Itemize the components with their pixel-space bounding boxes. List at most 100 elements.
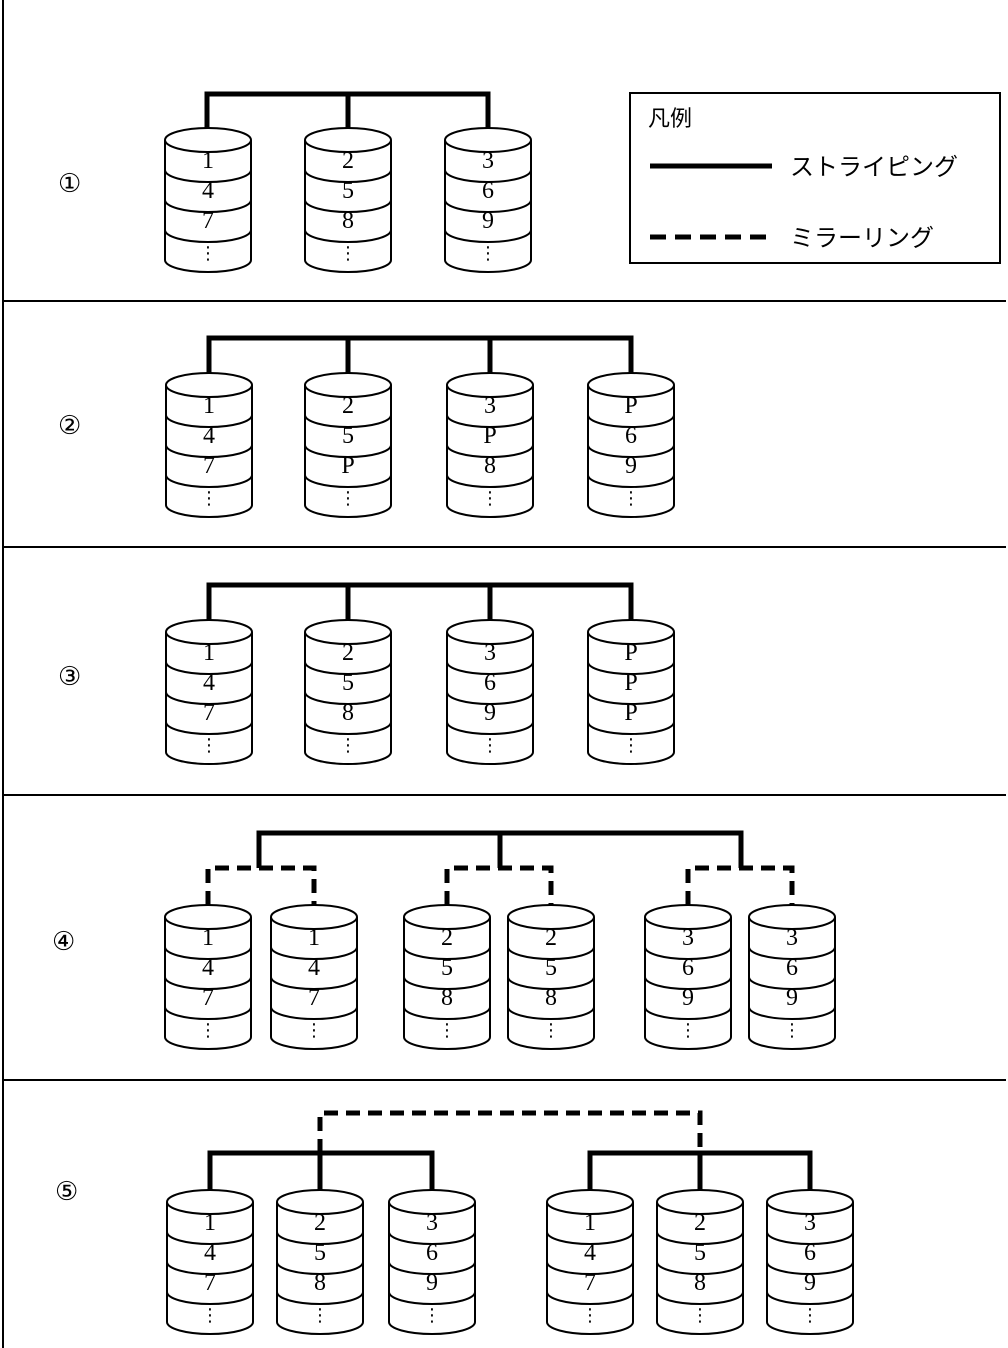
disk-top xyxy=(165,619,253,645)
disk-cell-label: 3 xyxy=(484,640,496,666)
disk-cell-label: 1 xyxy=(204,1210,216,1236)
disk-ellipsis: ⋮ xyxy=(479,243,497,264)
disk: 369⋮ xyxy=(446,619,534,765)
disk-cell-label: 7 xyxy=(202,208,214,234)
disk-ellipsis: ⋮ xyxy=(423,1305,441,1326)
disk: 258⋮ xyxy=(403,904,491,1050)
disk-ellipsis: ⋮ xyxy=(691,1305,709,1326)
disk-cell-label: 9 xyxy=(426,1270,438,1296)
disk-cell-label: P xyxy=(624,393,637,419)
disk-cell-label: 4 xyxy=(203,423,215,449)
disk-cell-label: 4 xyxy=(308,955,320,981)
disk-band-line xyxy=(270,946,358,960)
disk-body xyxy=(164,140,252,273)
striping-line-s3 xyxy=(206,582,634,620)
disk-band-line xyxy=(304,169,392,183)
disk-band-line xyxy=(304,199,392,213)
disk-band-line xyxy=(446,721,534,735)
legend-title: 凡例 xyxy=(648,107,692,132)
disk: 369⋮ xyxy=(388,1189,476,1335)
disk-band-line xyxy=(276,1231,364,1245)
disk-band-line xyxy=(444,229,532,243)
disk-top xyxy=(304,372,392,398)
disk-cell-label: 7 xyxy=(308,985,320,1011)
disk-body xyxy=(446,632,534,765)
disk: 369⋮ xyxy=(766,1189,854,1335)
disk-band-line xyxy=(766,1261,854,1275)
disk-cell-label: 6 xyxy=(625,423,637,449)
disk-ellipsis: ⋮ xyxy=(339,488,357,509)
disk-cell-label: 7 xyxy=(203,453,215,479)
disk-cell-label: 5 xyxy=(342,178,354,204)
mirroring-line-s5 xyxy=(317,1110,703,1153)
disk-top xyxy=(304,127,392,153)
disk-cell-label: 9 xyxy=(804,1270,816,1296)
disk-cell-label: 5 xyxy=(545,955,557,981)
disk-band-line xyxy=(446,414,534,428)
disk-body xyxy=(164,917,252,1050)
section-markers: ① ② ③ ④ ⑤ xyxy=(52,169,81,1207)
disk-cell-label: 2 xyxy=(314,1210,326,1236)
disk-ellipsis: ⋮ xyxy=(438,1020,456,1041)
disk-band-line xyxy=(587,661,675,675)
disk-cell-label: 4 xyxy=(202,955,214,981)
disk-band-line xyxy=(587,444,675,458)
disk-top xyxy=(388,1189,476,1215)
disk-cell-label: 3 xyxy=(786,925,798,951)
disk-body xyxy=(388,1202,476,1335)
legend-striping-label: ストライピング xyxy=(790,153,958,181)
legend-box xyxy=(629,92,1001,264)
disk-body xyxy=(656,1202,744,1335)
disk: 258⋮ xyxy=(276,1189,364,1335)
disk-band-line xyxy=(748,1006,836,1020)
disk-band-line xyxy=(587,691,675,705)
legend-mirroring-label: ミラーリング xyxy=(790,224,934,252)
disk-ellipsis: ⋮ xyxy=(542,1020,560,1041)
disk-cell-label: 7 xyxy=(202,985,214,1011)
disk-body xyxy=(166,1202,254,1335)
disk-cell-label: 9 xyxy=(786,985,798,1011)
disk-ellipsis: ⋮ xyxy=(801,1305,819,1326)
mirroring-line-s4-pair2 xyxy=(444,865,554,905)
disk-band-line xyxy=(403,1006,491,1020)
section-marker-3: ③ xyxy=(58,662,81,692)
disk-band-line xyxy=(165,721,253,735)
disk-band-line xyxy=(546,1231,634,1245)
section-marker-5: ⑤ xyxy=(55,1177,78,1207)
disk-ellipsis: ⋮ xyxy=(305,1020,323,1041)
disk-body xyxy=(276,1202,364,1335)
disk-cell-label: 5 xyxy=(342,423,354,449)
disk-cell-label: 9 xyxy=(682,985,694,1011)
disk-band-line xyxy=(656,1231,744,1245)
disk-ellipsis: ⋮ xyxy=(200,488,218,509)
disk-band-line xyxy=(507,946,595,960)
disk: 147⋮ xyxy=(165,372,253,518)
disk-cell-label: 2 xyxy=(342,148,354,174)
disk-band-line xyxy=(270,1006,358,1020)
disk-band-line xyxy=(507,976,595,990)
disk: 258⋮ xyxy=(656,1189,744,1335)
disk-band-line xyxy=(165,414,253,428)
disk-band-line xyxy=(766,1231,854,1245)
disk-band-line xyxy=(644,1006,732,1020)
mirroring-line-s4-pair3 xyxy=(685,865,795,905)
disk-body xyxy=(165,632,253,765)
disk-cell-label: P xyxy=(624,700,637,726)
disk-cell-label: P xyxy=(341,453,354,479)
disk-band-line xyxy=(546,1291,634,1305)
disk-band-line xyxy=(166,1261,254,1275)
disk: P69⋮ xyxy=(587,372,675,518)
disk-cell-label: 5 xyxy=(694,1240,706,1266)
disk-band-line xyxy=(444,199,532,213)
disk-top xyxy=(304,619,392,645)
disk-cell-label: 3 xyxy=(426,1210,438,1236)
disk-band-line xyxy=(644,976,732,990)
striping-line-s2 xyxy=(206,335,634,373)
disk-cell-label: 4 xyxy=(202,178,214,204)
disk-body xyxy=(546,1202,634,1335)
disk-ellipsis: ⋮ xyxy=(481,735,499,756)
disk: 147⋮ xyxy=(166,1189,254,1335)
disk-band-line xyxy=(403,976,491,990)
disk-band-line xyxy=(165,661,253,675)
